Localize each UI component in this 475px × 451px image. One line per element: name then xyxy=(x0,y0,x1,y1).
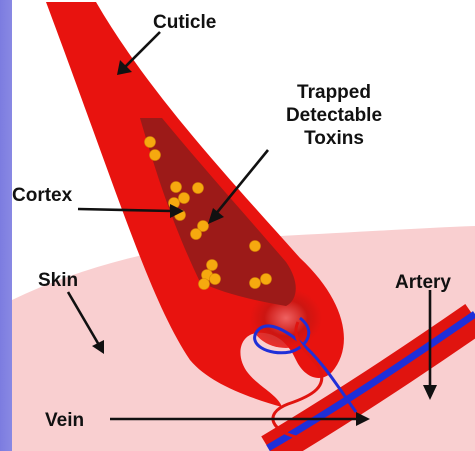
toxin-dot xyxy=(199,279,210,290)
toxin-dot xyxy=(207,260,218,271)
toxin-dot xyxy=(193,183,204,194)
toxin-dot xyxy=(261,274,272,285)
artery-label: Artery xyxy=(395,272,451,293)
skin-label: Skin xyxy=(38,270,78,291)
toxins-label-line1: Trapped xyxy=(297,82,371,103)
toxins-label-line3: Toxins xyxy=(304,128,364,149)
toxin-dot xyxy=(210,274,221,285)
toxin-dot xyxy=(171,182,182,193)
cuticle-label: Cuticle xyxy=(153,12,216,33)
toxin-dot xyxy=(179,193,190,204)
toxin-dot xyxy=(145,137,156,148)
toxins-label-line2: Detectable xyxy=(286,105,382,126)
toxin-dot xyxy=(250,241,261,252)
cortex-label: Cortex xyxy=(12,185,73,206)
toxin-dot xyxy=(191,229,202,240)
toxin-dot xyxy=(150,150,161,161)
vein-label: Vein xyxy=(45,410,84,431)
toxin-dot xyxy=(250,278,261,289)
